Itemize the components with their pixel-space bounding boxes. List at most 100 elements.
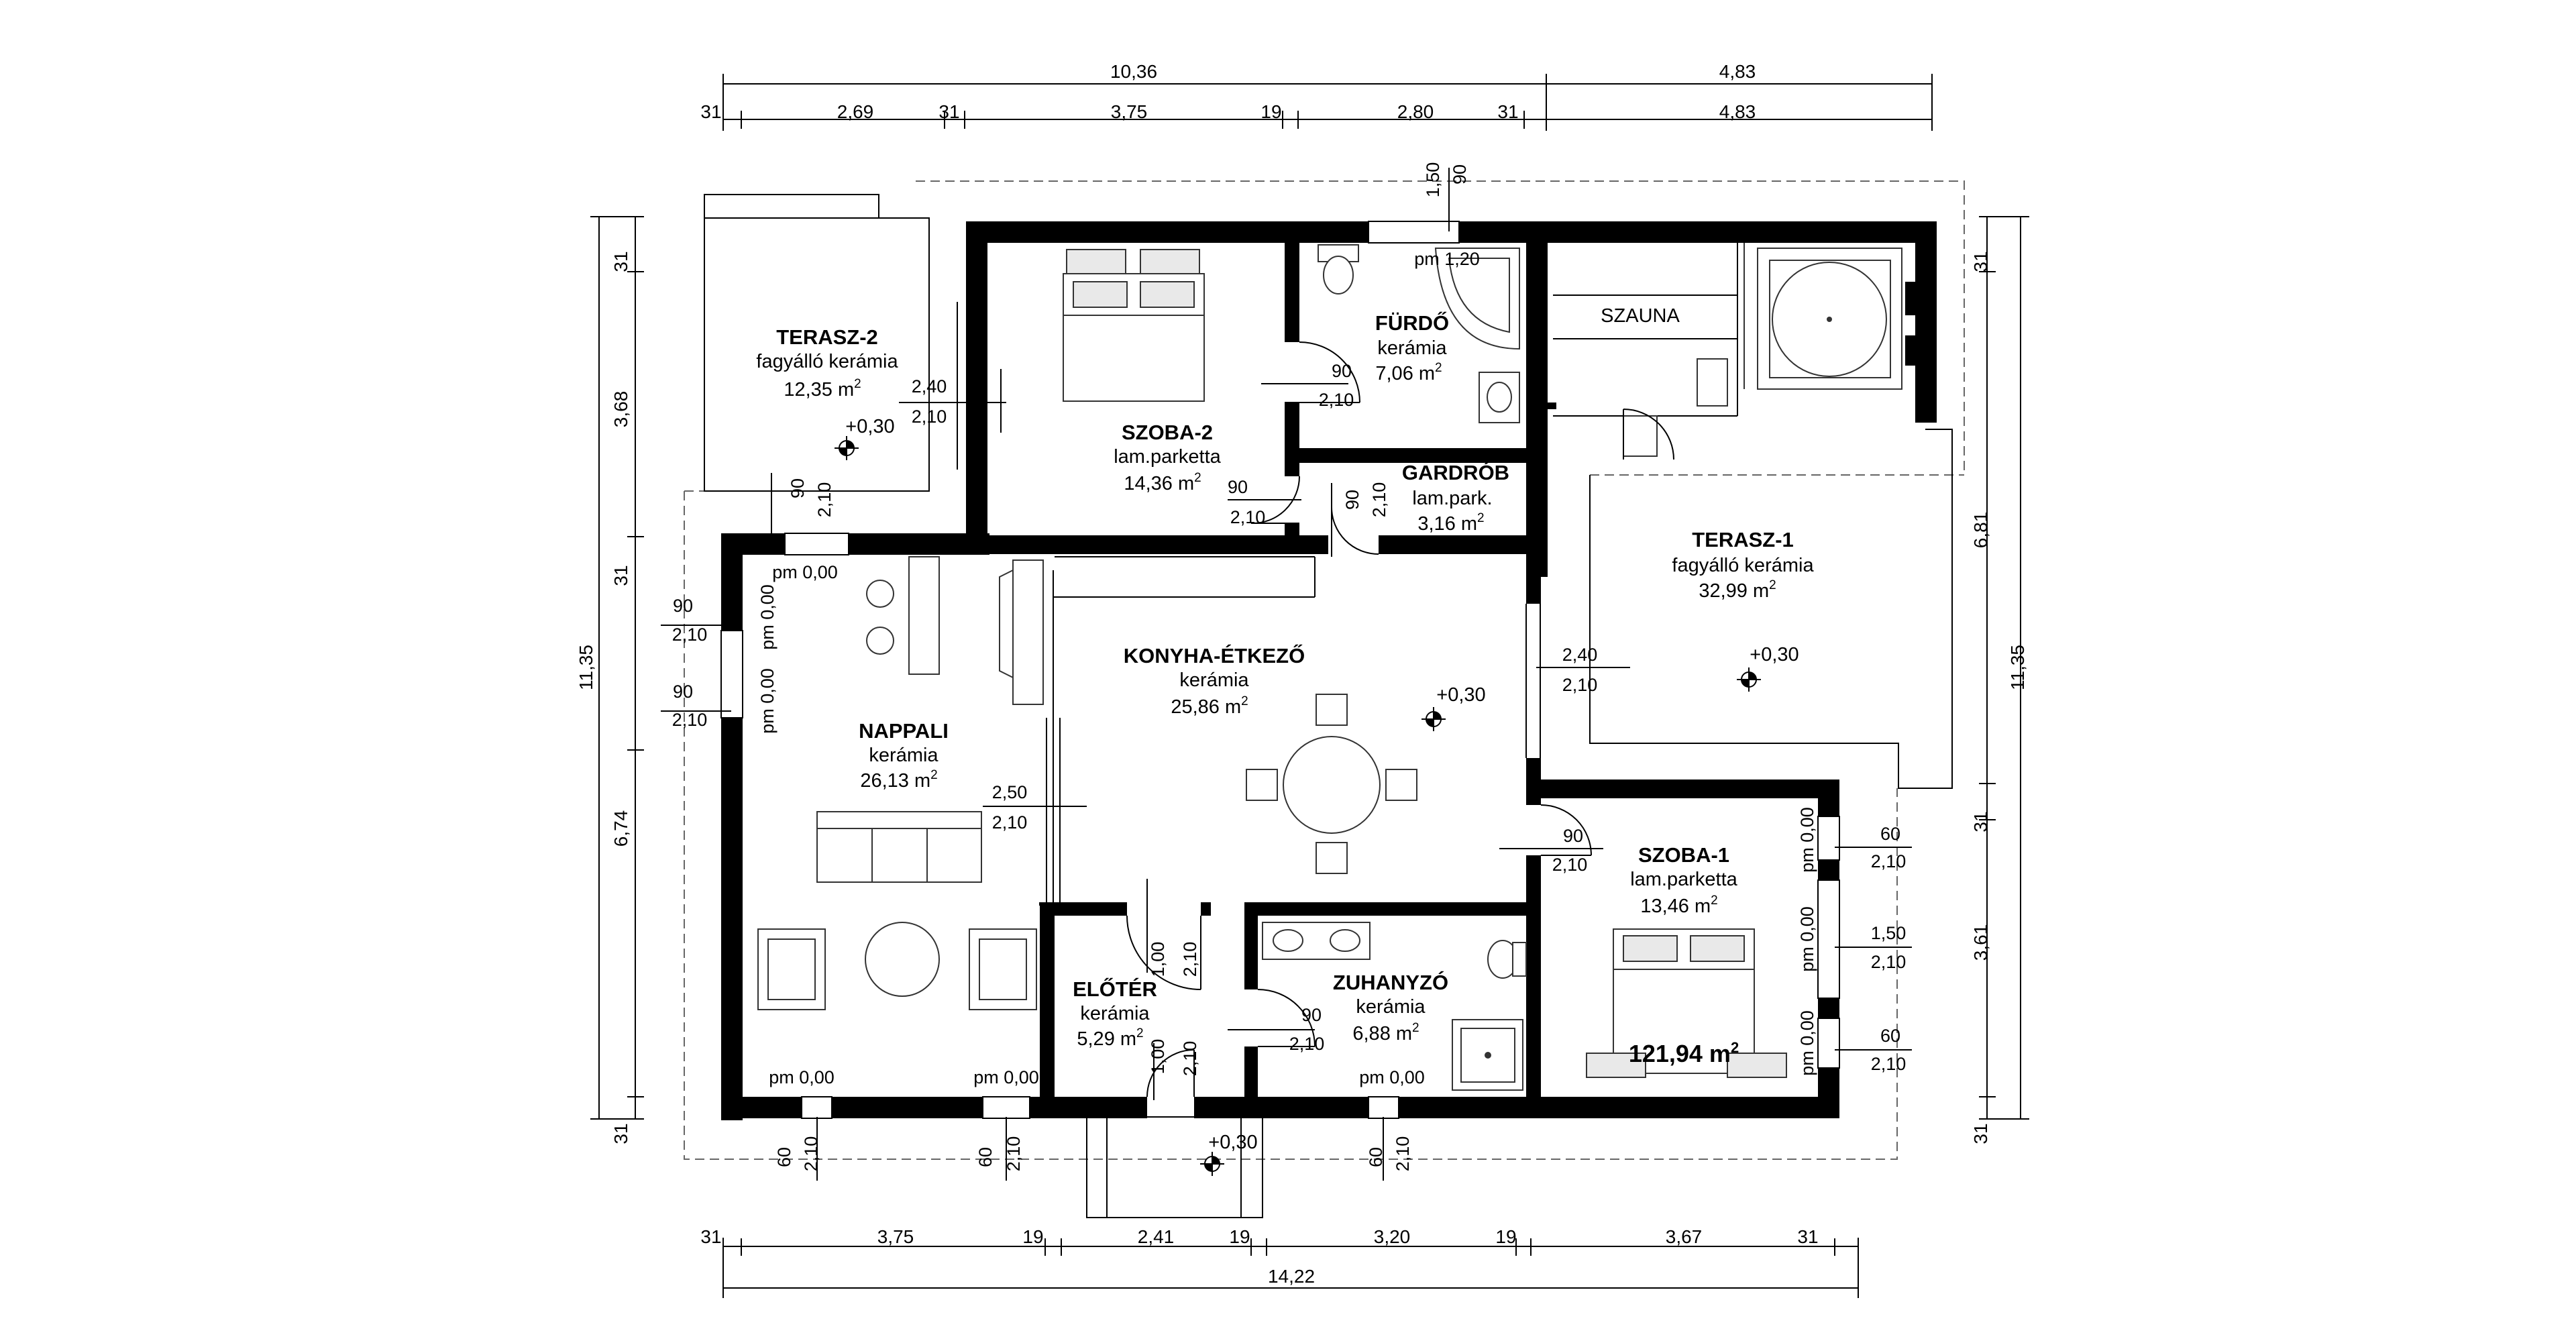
level-marker-icon <box>1421 707 1446 731</box>
room-area-szoba1: 13,46 m2 <box>1640 894 1717 917</box>
opening-label: 90 <box>1301 1005 1322 1025</box>
room-name-terasz1: TERASZ-1 <box>1692 528 1794 551</box>
opening-label: 60 <box>1880 824 1900 844</box>
opening-label: 2,10 <box>1552 855 1588 875</box>
dim-left-detail: 3,68 <box>610 391 631 428</box>
dim-bottom-detail: 2,41 <box>1138 1226 1175 1247</box>
opening-label: 60 <box>774 1147 794 1167</box>
opening-label: 2,10 <box>672 625 708 645</box>
opening-label: pm 0,00 <box>1359 1067 1425 1087</box>
room-area-terasz1: 32,99 m2 <box>1699 578 1776 602</box>
opening-label: pm 0,00 <box>757 668 777 734</box>
level-marker-icon <box>835 436 859 460</box>
opening-label: 2,50 <box>992 782 1028 802</box>
toilet-icon <box>1487 940 1527 979</box>
opening-label: 2,10 <box>1871 952 1907 972</box>
room-area-szoba2: 14,36 m2 <box>1124 471 1201 494</box>
level-terasz1: +0,30 <box>1750 644 1799 665</box>
opening-label: 60 <box>1366 1147 1386 1167</box>
opening-label: 90 <box>1450 164 1470 184</box>
dim-top-detail: 31 <box>700 101 721 122</box>
room-area-gardrob: 3,16 m2 <box>1417 511 1484 535</box>
opening-label: 2,10 <box>1562 675 1598 695</box>
opening-label: 1,50 <box>1871 923 1907 943</box>
opening-label: 2,10 <box>1871 851 1907 871</box>
armchair-icon <box>757 928 826 1010</box>
sofa-icon <box>816 811 982 883</box>
sink-icon <box>1479 372 1520 423</box>
toilet-icon <box>1318 244 1359 294</box>
opening-label: 2,10 <box>912 407 947 427</box>
window-markers <box>720 221 1840 1119</box>
room-floor-furdo: kerámia <box>1377 337 1447 359</box>
dim-bottom-overall: 14,22 <box>1268 1266 1315 1287</box>
walls <box>721 221 1937 1120</box>
opening-label: 2,10 <box>1230 507 1266 527</box>
room-labels: TERASZ-2 fagyálló kerámia 12,35 m2 +0,30… <box>756 305 1814 1153</box>
dim-left-detail: 31 <box>610 1123 631 1144</box>
opening-label: pm 0,00 <box>757 584 777 650</box>
leader-lines <box>661 168 1912 1181</box>
dim-left-detail: 31 <box>610 565 631 586</box>
room-name-gardrob: GARDRÓB <box>1402 460 1509 484</box>
opening-label: 2,10 <box>801 1136 821 1172</box>
door-swings <box>1126 341 1674 1097</box>
room-area-konyha: 25,86 m2 <box>1171 694 1248 718</box>
hot-tub-icon <box>1743 243 1902 390</box>
room-floor-szoba2: lam.parketta <box>1114 446 1221 468</box>
dim-bottom-detail: 3,20 <box>1374 1226 1411 1247</box>
corner-bathtub-icon <box>1434 248 1520 350</box>
dim-left-detail: 31 <box>610 251 631 272</box>
room-floor-szoba1: lam.parketta <box>1630 869 1737 890</box>
opening-label: 60 <box>1880 1026 1900 1046</box>
opening-label: 2,10 <box>1319 390 1354 410</box>
opening-label: 2,10 <box>672 710 708 730</box>
dim-top-detail: 19 <box>1260 101 1281 122</box>
opening-label: 90 <box>788 478 808 498</box>
opening-label: 1,00 <box>1148 1039 1168 1075</box>
opening-label: 90 <box>1342 490 1362 510</box>
room-name-szoba1: SZOBA-1 <box>1638 843 1729 867</box>
opening-label: 2,40 <box>1562 645 1598 665</box>
room-name-eloter: ELŐTÉR <box>1073 977 1157 1001</box>
room-floor-zuhanyzo: kerámia <box>1356 996 1426 1018</box>
dim-bottom-detail: 19 <box>1022 1226 1043 1247</box>
opening-label: pm 0,00 <box>769 1067 835 1087</box>
opening-label: 2,10 <box>1393 1136 1413 1172</box>
room-floor-nappali: kerámia <box>869 745 938 766</box>
opening-labels: 1,50 90 pm 1,20 2,40 2,10 90 2,10 90 2,1… <box>672 162 1907 1172</box>
dim-bottom-detail: 3,75 <box>877 1226 914 1247</box>
level-konyha: +0,30 <box>1436 684 1485 706</box>
opening-label: pm 0,00 <box>1797 1010 1817 1076</box>
room-floor-konyha: kerámia <box>1179 669 1249 691</box>
opening-label: 2,10 <box>1180 1041 1200 1077</box>
dim-top-detail: 2,69 <box>837 101 874 122</box>
room-floor-eloter: kerámia <box>1080 1003 1150 1024</box>
dim-bottom-detail: 19 <box>1495 1226 1516 1247</box>
opening-label: 60 <box>975 1147 996 1167</box>
room-floor-gardrob: lam.park. <box>1412 488 1492 509</box>
level-marker-icon <box>1737 667 1761 692</box>
room-area-eloter: 5,29 m2 <box>1077 1026 1143 1050</box>
room-name-konyha: KONYHA-ÉTKEZŐ <box>1124 643 1305 667</box>
opening-label: pm 0,00 <box>1797 807 1817 873</box>
shower-tray-icon <box>1452 1019 1523 1091</box>
double-bed-icon <box>1063 249 1205 402</box>
dining-table-icon <box>1246 694 1417 874</box>
dim-right-overall: 11,35 <box>2007 645 2028 690</box>
dim-bottom-detail: 3,67 <box>1666 1226 1703 1247</box>
double-bed-icon <box>1586 928 1787 1078</box>
dim-top-detail: 4,83 <box>1719 101 1756 122</box>
opening-label: 1,50 <box>1423 162 1443 198</box>
dimension-texts: 10,36 4,83 31 2,69 31 3,75 19 2,80 31 4,… <box>576 61 2028 1287</box>
double-sink-icon <box>1262 922 1371 960</box>
room-area-furdo: 7,06 m2 <box>1375 361 1442 384</box>
opening-label: 90 <box>1332 361 1352 381</box>
room-name-zuhanyzo: ZUHANYZÓ <box>1333 970 1448 994</box>
opening-label: 1,00 <box>1148 942 1168 977</box>
room-name-terasz2: TERASZ-2 <box>776 325 878 349</box>
dimension-lines <box>590 74 2029 1298</box>
dim-right-detail: 31 <box>1970 811 1991 832</box>
opening-label: 2,10 <box>1180 942 1200 977</box>
entrance-steps <box>1086 1116 1263 1218</box>
